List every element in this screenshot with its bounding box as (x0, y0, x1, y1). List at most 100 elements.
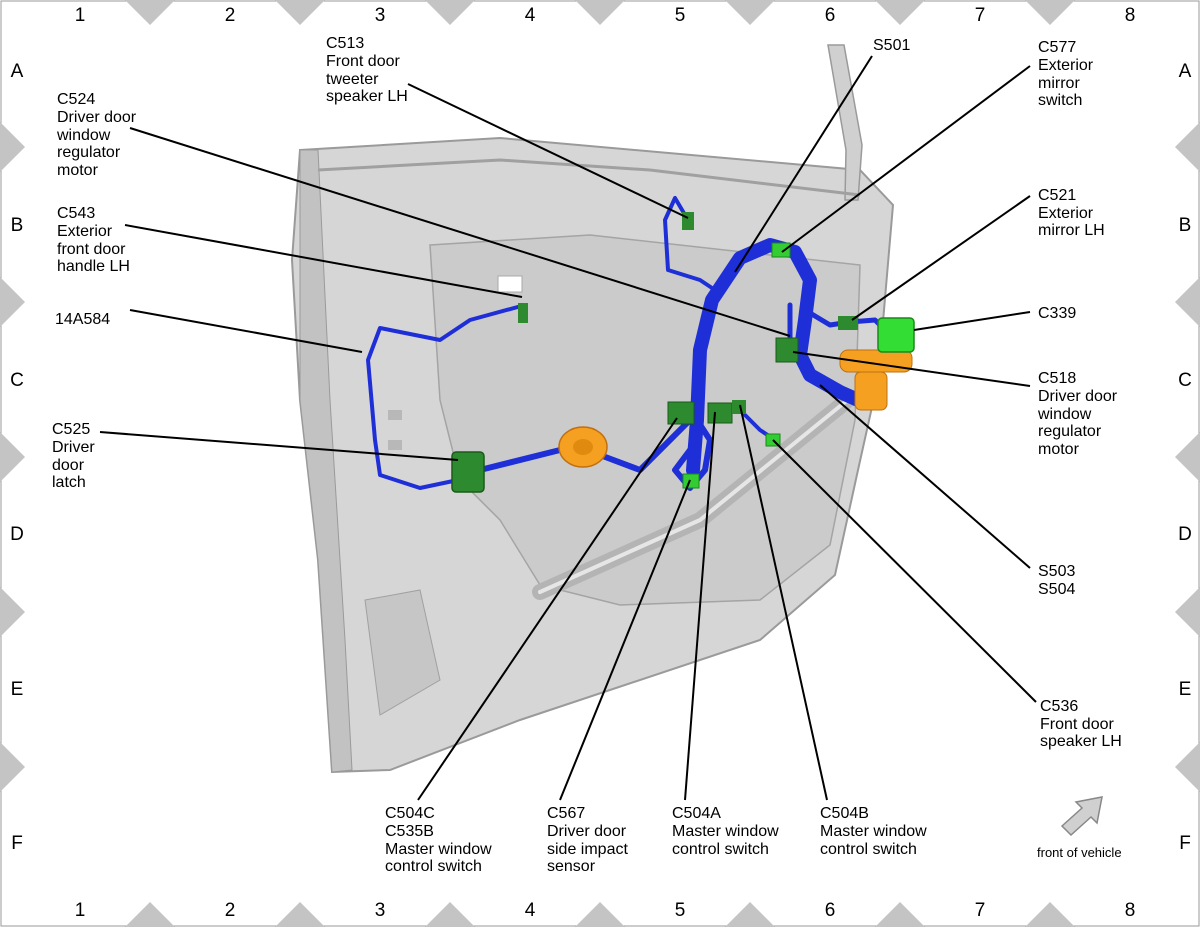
callout-s501: S501 (873, 37, 910, 54)
callout-line: mirror (1038, 75, 1080, 92)
connector-c504b-icon (732, 400, 746, 414)
col-label: 6 (825, 5, 836, 26)
col-label: 6 (825, 900, 836, 921)
callout-line: C536 (1040, 698, 1078, 715)
row-label: A (11, 61, 24, 82)
callout-line: sensor (547, 858, 596, 875)
callout-line: C535B (385, 823, 434, 840)
col-label: 7 (975, 900, 986, 921)
callout-line: motor (1038, 441, 1080, 458)
col-label: 3 (375, 5, 386, 26)
callout-line: 14A584 (55, 311, 110, 328)
callout-line: C339 (1038, 305, 1076, 322)
callout-line: switch (1038, 92, 1082, 109)
callout-line: C567 (547, 805, 585, 822)
col-label: 4 (525, 5, 536, 26)
col-label: 7 (975, 5, 986, 26)
callout-line: latch (52, 474, 86, 491)
callout-line: Driver door (547, 823, 627, 840)
window-frame-pillar (827, 44, 863, 201)
callout-line: control switch (820, 841, 917, 858)
col-label: 1 (75, 900, 86, 921)
callout-c518: C518 Driver door window regulator motor (1037, 370, 1118, 458)
row-label: D (10, 524, 24, 545)
callout-line: Front door (326, 53, 400, 70)
connector-c525-icon (451, 451, 485, 493)
col-label: 1 (75, 5, 86, 26)
callout-line: mirror LH (1038, 222, 1105, 239)
connector-c543-icon (518, 303, 528, 323)
grid-rows-right: A B C D E F (1178, 61, 1192, 854)
callout-line: Exterior (57, 223, 113, 240)
callout-line: regulator (1038, 423, 1102, 440)
row-label: B (1179, 215, 1192, 236)
callout-line: regulator (57, 144, 121, 161)
front-of-vehicle-arrow-icon (1060, 796, 1103, 837)
row-label: C (10, 370, 24, 391)
callout-line: speaker LH (326, 88, 408, 105)
connector-c513-icon (682, 212, 694, 230)
components (451, 212, 915, 493)
callout-line: S504 (1038, 581, 1075, 598)
orientation-label: front of vehicle (1037, 845, 1122, 860)
callout-line: motor (57, 162, 99, 179)
callout-c524: C524 Driver door window regulator motor (56, 91, 137, 179)
callout-c504a: C504A Master window control switch (672, 805, 779, 858)
grid-rows-left: A B C D E F (10, 61, 24, 854)
row-label: F (1179, 833, 1191, 854)
callout-line: C543 (57, 205, 95, 222)
callout-line: Master window (820, 823, 927, 840)
callout-line: S501 (873, 37, 910, 54)
callout-c577: C577 Exterior mirror switch (1038, 39, 1094, 109)
callout-line: C521 (1038, 187, 1076, 204)
callout-line: control switch (672, 841, 769, 858)
col-label: 5 (675, 5, 686, 26)
row-label: D (1178, 524, 1192, 545)
callout-line: S503 (1038, 563, 1075, 580)
row-label: B (11, 215, 24, 236)
callout-line: C577 (1038, 39, 1076, 56)
callout-line: Driver door (1038, 388, 1118, 405)
handle-opening (497, 275, 523, 293)
callout-line: Exterior (1038, 57, 1094, 74)
callout-line: window (56, 127, 111, 144)
callout-line: front door (57, 241, 126, 258)
connector-c577-icon (771, 242, 791, 258)
callout-line: Front door (1040, 716, 1114, 733)
callout-line: C504C (385, 805, 435, 822)
callout-line: C518 (1038, 370, 1076, 387)
connector-c504a-icon (707, 402, 733, 424)
row-label: E (1179, 679, 1192, 700)
callout-line: speaker LH (1040, 733, 1122, 750)
row-label: F (11, 833, 23, 854)
callout-line: side impact (547, 841, 628, 858)
callout-line: Master window (385, 841, 492, 858)
connector-c504c-icon (667, 401, 695, 425)
callout-line: handle LH (57, 258, 130, 275)
wiring-harness (366, 196, 888, 491)
callout-c567: C567 Driver door side impact sensor (547, 805, 628, 875)
col-label: 2 (225, 5, 236, 26)
grid-columns-top: 1 2 3 4 5 6 7 8 (75, 5, 1136, 26)
callout-line: window (1037, 406, 1092, 423)
connector-c339-icon (877, 317, 915, 353)
leader-lines (99, 55, 1037, 801)
callout-line: Driver (52, 439, 95, 456)
col-label: 8 (1125, 5, 1136, 26)
row-label: C (1178, 370, 1192, 391)
connector-c567-icon (682, 473, 700, 489)
callout-c504c: C504C C535B Master window control switch (385, 805, 492, 875)
callout-line: C524 (57, 91, 95, 108)
callout-s503-s504: S503 S504 (1038, 563, 1075, 598)
row-label: E (11, 679, 24, 700)
callout-line: C504A (672, 805, 721, 822)
col-label: 3 (375, 900, 386, 921)
col-label: 5 (675, 900, 686, 921)
callout-line: door (52, 457, 85, 474)
callout-line: C504B (820, 805, 869, 822)
door-edge-flange (299, 149, 353, 773)
col-label: 8 (1125, 900, 1136, 921)
callout-c504b: C504B Master window control switch (820, 805, 927, 858)
grid-columns-bottom: 1 2 3 4 5 6 7 8 (75, 900, 1136, 921)
